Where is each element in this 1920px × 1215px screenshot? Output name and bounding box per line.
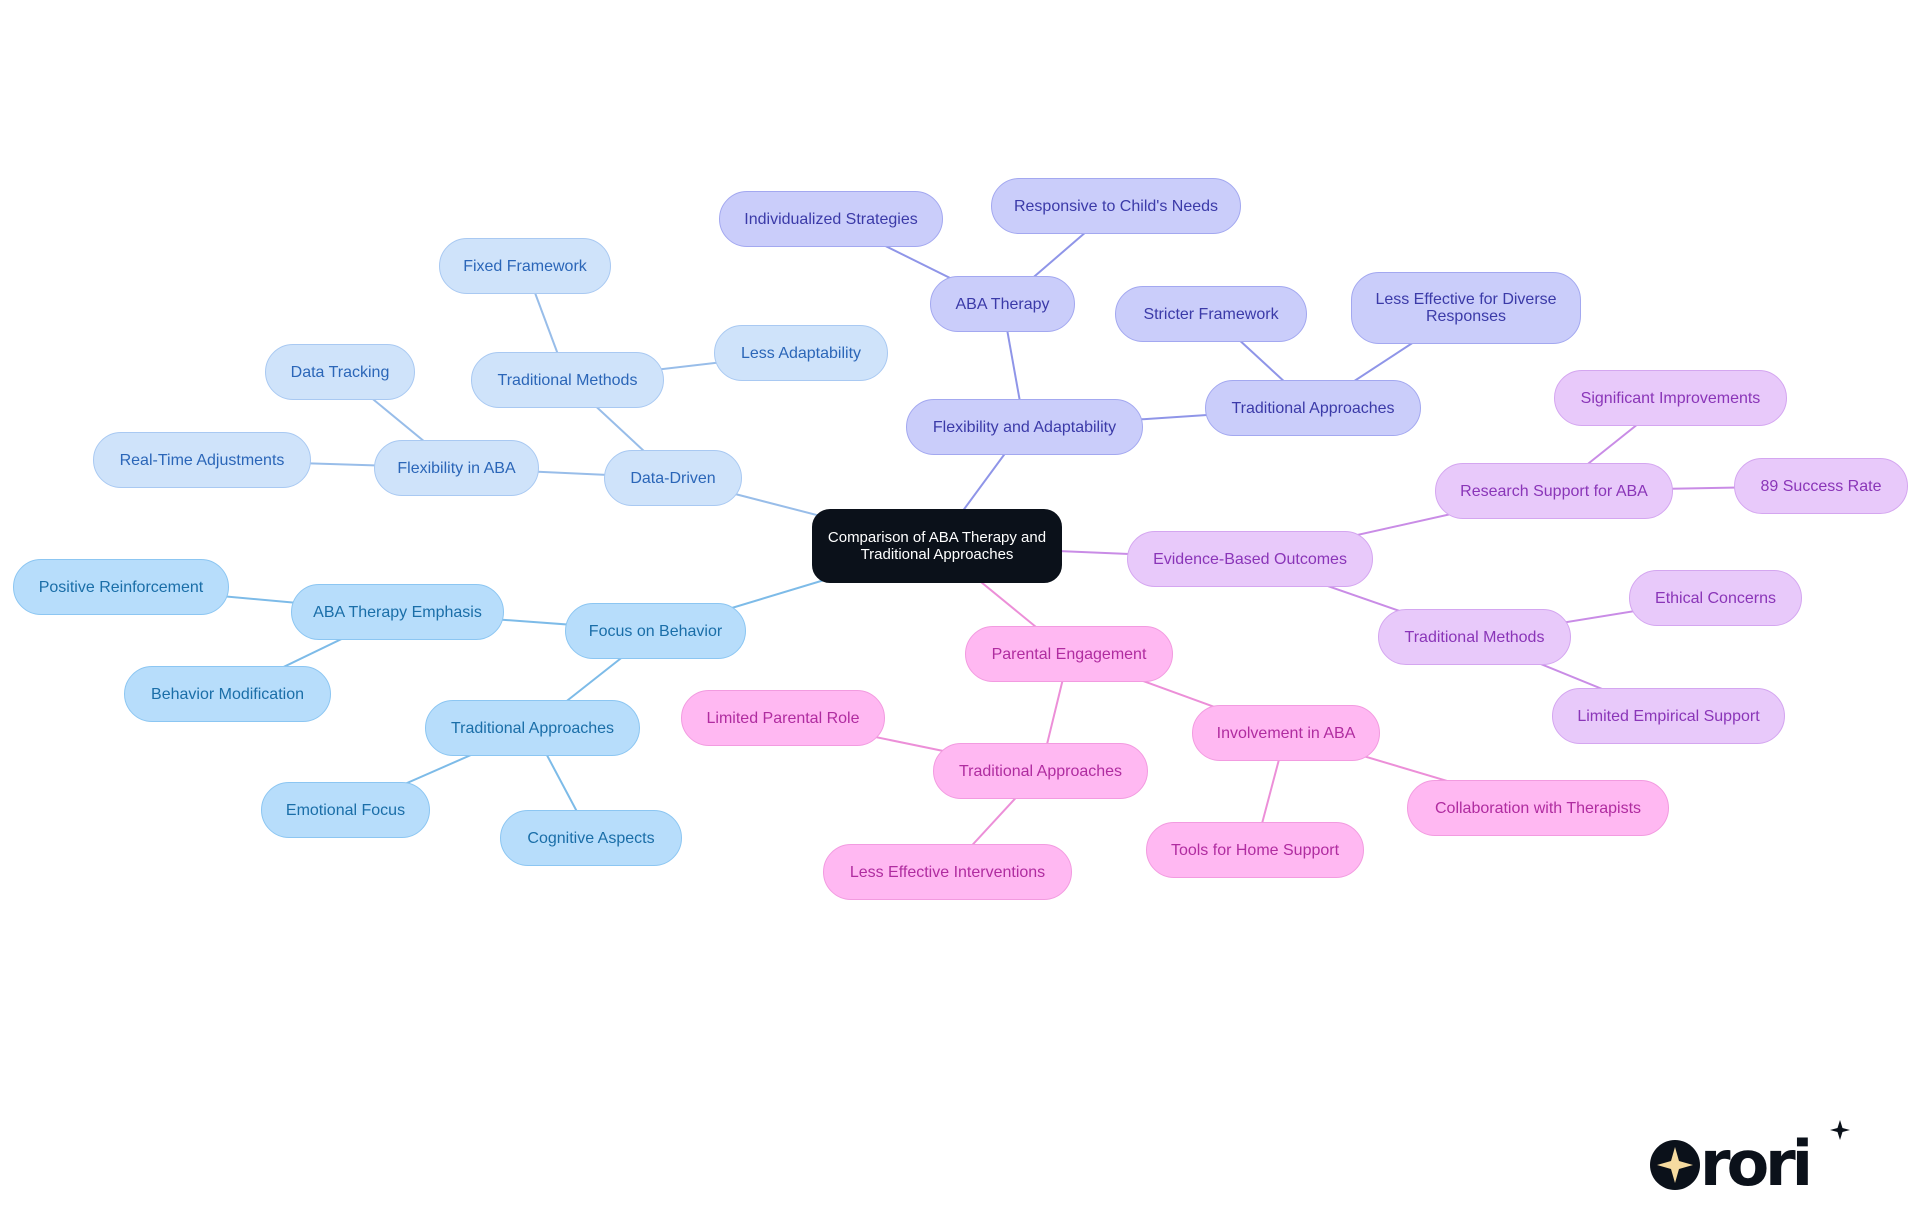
- mindmap-node[interactable]: Tools for Home Support: [1146, 822, 1364, 878]
- mindmap-node[interactable]: 89 Success Rate: [1734, 458, 1908, 514]
- mindmap-node[interactable]: Data-Driven: [604, 450, 742, 506]
- mindmap-node[interactable]: Evidence-Based Outcomes: [1127, 531, 1373, 587]
- node-label: Cognitive Aspects: [527, 829, 655, 847]
- mindmap-node[interactable]: Research Support for ABA: [1435, 463, 1673, 519]
- node-label: Individualized Strategies: [744, 210, 918, 228]
- mindmap-node[interactable]: Data Tracking: [265, 344, 415, 400]
- mindmap-node[interactable]: Positive Reinforcement: [13, 559, 229, 615]
- node-label: Limited Parental Role: [706, 709, 860, 727]
- mindmap-node[interactable]: Flexibility and Adaptability: [906, 399, 1143, 455]
- node-label: Less Effective Interventions: [849, 863, 1046, 881]
- node-label: Tools for Home Support: [1170, 841, 1340, 859]
- mindmap-node[interactable]: Traditional Approaches: [1205, 380, 1421, 436]
- node-label: Behavior Modification: [151, 685, 304, 703]
- node-label: Emotional Focus: [285, 801, 406, 819]
- node-label: Collaboration with Therapists: [1434, 799, 1642, 817]
- mindmap-node[interactable]: Behavior Modification: [124, 666, 331, 722]
- node-label: Flexibility and Adaptability: [932, 418, 1117, 436]
- node-label: Fixed Framework: [463, 257, 587, 275]
- node-label: ABA Therapy Emphasis: [313, 603, 482, 621]
- mindmap-node[interactable]: Limited Parental Role: [681, 690, 885, 746]
- mindmap-node[interactable]: Individualized Strategies: [719, 191, 943, 247]
- node-label: Data Tracking: [290, 363, 390, 381]
- mindmap-node[interactable]: Fixed Framework: [439, 238, 611, 294]
- mindmap-node[interactable]: Responsive to Child's Needs: [991, 178, 1241, 234]
- mindmap-node[interactable]: Parental Engagement: [965, 626, 1173, 682]
- logo-wordmark: rori: [1700, 1127, 1809, 1200]
- rori-logo: rori: [1650, 1120, 1850, 1200]
- mindmap-node[interactable]: Emotional Focus: [261, 782, 430, 838]
- node-label: Positive Reinforcement: [38, 578, 204, 596]
- node-label: Traditional Approaches: [1231, 399, 1395, 417]
- node-label: Stricter Framework: [1143, 305, 1279, 323]
- node-label: Less Effective for Diverse Responses: [1375, 291, 1557, 325]
- node-label: 89 Success Rate: [1760, 477, 1882, 495]
- mindmap-node[interactable]: Traditional Approaches: [425, 700, 640, 756]
- node-label: Involvement in ABA: [1216, 724, 1356, 742]
- node-label: ABA Therapy: [955, 295, 1050, 313]
- node-label: Limited Empirical Support: [1577, 707, 1760, 725]
- mindmap-node[interactable]: Less Effective Interventions: [823, 844, 1072, 900]
- mindmap-node[interactable]: Collaboration with Therapists: [1407, 780, 1669, 836]
- mindmap-node[interactable]: Less Effective for Diverse Responses: [1351, 272, 1581, 344]
- node-label: Traditional Approaches: [450, 719, 615, 737]
- node-label: Comparison of ABA Therapy and Traditiona…: [827, 529, 1047, 563]
- node-label: Research Support for ABA: [1460, 482, 1648, 500]
- node-label: Focus on Behavior: [588, 622, 723, 640]
- mindmap-node[interactable]: Traditional Methods: [1378, 609, 1571, 665]
- node-label: Less Adaptability: [740, 344, 862, 362]
- node-label: Ethical Concerns: [1655, 589, 1776, 607]
- sparkle-icon: [1657, 1147, 1693, 1183]
- mindmap-node[interactable]: Focus on Behavior: [565, 603, 746, 659]
- node-label: Traditional Approaches: [958, 762, 1123, 780]
- mindmap-node[interactable]: Involvement in ABA: [1192, 705, 1380, 761]
- mindmap-node[interactable]: Cognitive Aspects: [500, 810, 682, 866]
- node-label: Traditional Methods: [1404, 628, 1545, 646]
- mindmap-node[interactable]: ABA Therapy Emphasis: [291, 584, 504, 640]
- mindmap-node[interactable]: Traditional Approaches: [933, 743, 1148, 799]
- mindmap-node[interactable]: Less Adaptability: [714, 325, 888, 381]
- node-label: Responsive to Child's Needs: [1013, 197, 1219, 215]
- mindmap-node[interactable]: Traditional Methods: [471, 352, 664, 408]
- node-label: Data-Driven: [630, 469, 716, 487]
- node-label: Evidence-Based Outcomes: [1153, 550, 1347, 568]
- mindmap-node[interactable]: Flexibility in ABA: [374, 440, 539, 496]
- mindmap-node[interactable]: ABA Therapy: [930, 276, 1075, 332]
- node-label: Significant Improvements: [1580, 389, 1761, 407]
- mindmap-node[interactable]: Stricter Framework: [1115, 286, 1307, 342]
- mindmap-node[interactable]: Limited Empirical Support: [1552, 688, 1785, 744]
- node-label: Real-Time Adjustments: [119, 451, 285, 469]
- node-label: Traditional Methods: [497, 371, 638, 389]
- node-label: Flexibility in ABA: [397, 459, 516, 477]
- mindmap-root-node[interactable]: Comparison of ABA Therapy and Traditiona…: [812, 509, 1062, 583]
- mindmap-node[interactable]: Significant Improvements: [1554, 370, 1787, 426]
- logo-star-icon: [1830, 1120, 1850, 1140]
- mindmap-node[interactable]: Ethical Concerns: [1629, 570, 1802, 626]
- node-label: Parental Engagement: [991, 645, 1147, 663]
- mindmap-node[interactable]: Real-Time Adjustments: [93, 432, 311, 488]
